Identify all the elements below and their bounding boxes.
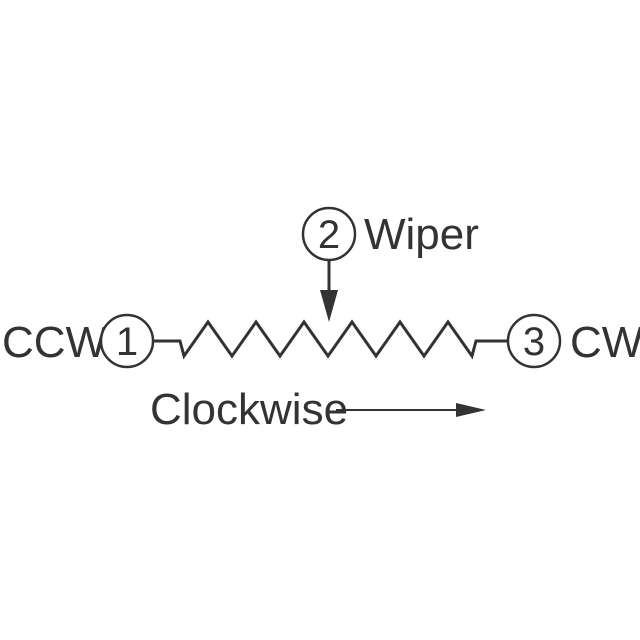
wiper-label: Wiper <box>364 210 479 259</box>
pin-2-marker: 2 <box>301 206 357 262</box>
pin-1-number: 1 <box>116 320 138 364</box>
pin-3-number: 3 <box>523 320 545 364</box>
pin-1-marker: 1 <box>99 313 155 369</box>
clockwise-label: Clockwise <box>150 385 348 434</box>
pin-3-marker: 3 <box>506 313 562 369</box>
clockwise-arrow-icon <box>456 403 486 417</box>
resistor-element <box>153 319 507 360</box>
pin-2-number: 2 <box>318 213 340 257</box>
wiper-arrow-icon <box>320 290 338 322</box>
ccw-label: CCW <box>2 318 108 367</box>
cw-label: CW <box>570 318 640 367</box>
